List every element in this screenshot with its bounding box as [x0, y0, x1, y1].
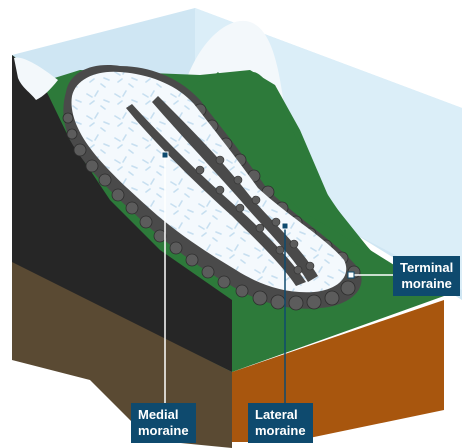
terminal-leader-dot — [347, 271, 355, 279]
terminal-label-line1: Terminal — [400, 260, 454, 275]
medial-label-line2: moraine — [138, 423, 189, 438]
medial-moraine-label: Medial moraine — [131, 403, 196, 443]
lateral-label-line1: Lateral — [255, 407, 298, 422]
lateral-label-line2: moraine — [255, 423, 306, 438]
medial-moraine-stripe — [126, 104, 306, 286]
lateral-leader-dot — [281, 222, 289, 230]
left-peak-snow — [14, 57, 58, 100]
soil-left — [12, 260, 232, 448]
right-mountain-grass — [185, 72, 444, 296]
stripe-rocks — [195, 155, 315, 275]
medial-leader-dot — [161, 151, 169, 159]
terminal-label-line2: moraine — [401, 276, 452, 291]
lateral-moraine-stripe — [152, 96, 318, 282]
lateral-moraine-label: Lateral moraine — [248, 403, 313, 443]
medial-label-line1: Medial — [138, 407, 179, 422]
terminal-moraine-label: Terminal moraine — [393, 256, 461, 296]
